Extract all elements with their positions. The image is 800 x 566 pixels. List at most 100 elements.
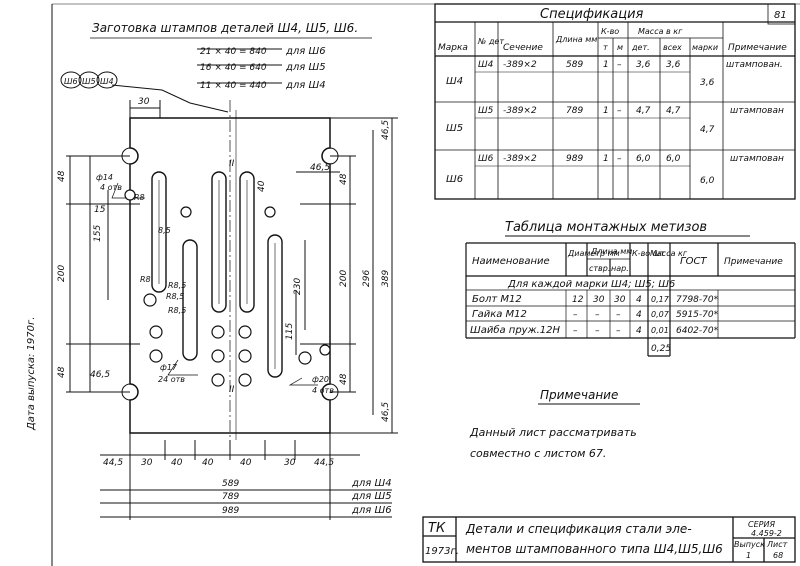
drawing-title: Заготовка штампов деталей Ш4, Ш5, Ш6. — [92, 21, 358, 35]
blank-label-3: для Ш4 — [285, 80, 326, 91]
spec-row-det: Ш4 — [478, 60, 494, 70]
fasteners-header-qty: К-во шт — [632, 249, 665, 258]
spec-row-section: -389×2 — [503, 154, 537, 164]
center-mark-bottom: II — [229, 385, 235, 395]
radius-label: R8,5 — [168, 306, 186, 315]
slot-left-lower — [182, 239, 198, 361]
dim-296: 296 — [362, 270, 372, 287]
spec-row-det-mass: 6,0 — [636, 154, 651, 164]
spec-row-mark-mass: 6,0 — [700, 176, 715, 186]
spec-row-mark-mass: 4,7 — [700, 125, 715, 135]
issue-label: Выпуск — [734, 540, 765, 549]
spec-row-det-mass: 4,7 — [636, 106, 651, 116]
fasteners-header-rod: ствр. — [589, 264, 610, 273]
spec-row-note: штампован — [730, 154, 784, 164]
fastener-dia: – — [573, 326, 578, 336]
spec-row-all-mass: 6,0 — [666, 154, 681, 164]
dim-115: 115 — [285, 323, 295, 340]
title-block-grid — [422, 516, 796, 563]
hole-right-count: 4 отв — [312, 386, 334, 395]
fasteners-total: 0,25 — [651, 344, 671, 354]
fastener-qty: 4 — [636, 326, 642, 336]
fasteners-header-length: Длина мм — [590, 247, 632, 256]
spec-header-length: Длина мм — [555, 35, 597, 44]
slot-right — [267, 234, 283, 378]
fasteners-header-dia: Диаметр мм — [567, 249, 620, 258]
dim-48-top: 48 — [57, 170, 67, 182]
radius-label: R8 — [140, 275, 151, 284]
radius-label: R8,5 — [168, 281, 186, 290]
hole-top-size: ф14 — [96, 173, 113, 182]
spec-row-mark: Ш5 — [446, 123, 463, 134]
spec-header-mass-det: дет. — [631, 43, 650, 52]
title-line-2: ментов штампованного типа Ш4,Ш5,Ш6 — [466, 542, 723, 556]
fastener-gost: 6402-70* — [676, 326, 719, 336]
blank-calc-1: 21 × 40 = 840 — [200, 47, 267, 57]
spec-header-qty-m: м — [617, 43, 623, 52]
fastener-name: Шайба пруж.12Н — [470, 324, 561, 336]
hole-bottom-count: 24 отв — [158, 375, 185, 384]
spec-row-section: -389×2 — [503, 106, 537, 116]
dim-200-left: 200 — [57, 265, 67, 282]
hole-right-size: ф20 — [312, 375, 329, 384]
spec-row-note: штампован. — [726, 60, 783, 70]
spec-row-all-mass: 3,6 — [666, 60, 681, 70]
fastener-thread: – — [616, 326, 621, 336]
length-value-1: 589 — [222, 479, 239, 489]
spec-title: Спецификация — [540, 7, 644, 22]
dim-46-5-side-bottom: 46,5 — [381, 402, 391, 422]
fasteners-header-thread: нар. — [611, 264, 629, 273]
dim-40-v: 40 — [257, 180, 267, 192]
year-label: 1973г. — [425, 546, 459, 557]
dim-46-5-left-bottom: 46,5 — [90, 370, 110, 380]
title-line-1: Детали и спецификация стали эле- — [465, 522, 692, 536]
dim-48-bottom: 48 — [57, 366, 67, 378]
spec-row-m: – — [617, 154, 622, 164]
fasteners-title: Таблица монтажных метизов — [505, 220, 707, 235]
spec-header-qty-t: т — [603, 43, 608, 52]
spec-row-det-mass: 3,6 — [636, 60, 651, 70]
spec-header-qty: К-во — [601, 27, 619, 36]
fastener-dia: – — [573, 310, 578, 320]
dim-48-rb: 48 — [339, 373, 349, 385]
radius-label: R8,5 — [166, 292, 184, 301]
spec-row-det: Ш6 — [478, 154, 494, 164]
marker-sh5: Ш5 — [82, 77, 96, 86]
hole-top-count: 4 отв — [100, 183, 122, 192]
fastener-mass: 0,17 — [651, 295, 670, 304]
blank-label-2: для Ш5 — [285, 62, 326, 73]
fastener-mass: 0,01 — [651, 326, 669, 335]
bottom-dim: 44,5 — [314, 458, 334, 468]
radius-label: 8,5 — [158, 226, 171, 235]
slot-center-right — [239, 171, 255, 313]
spec-table-grid — [434, 3, 796, 200]
issue-value: 1 — [746, 551, 751, 560]
bottom-dim: 40 — [171, 458, 183, 468]
fasteners-section-row: Для каждой марки Ш4; Ш5; Ш6 — [507, 279, 675, 290]
spec-header-det: № дет — [477, 37, 504, 46]
holes — [124, 189, 331, 387]
fasteners-header-gost: ГОСТ — [680, 256, 707, 267]
fastener-qty: 4 — [636, 295, 642, 305]
fasteners-table-grid — [465, 242, 796, 357]
spec-header-section: Сечение — [503, 43, 543, 53]
bottom-dim: 40 — [202, 458, 214, 468]
spec-row-note: штампован — [730, 106, 784, 116]
dim-200-right: 200 — [339, 270, 349, 287]
slot-center-left — [211, 171, 227, 313]
dim-230: 230 — [293, 278, 303, 295]
fastener-dia: 12 — [572, 295, 584, 305]
spec-header-note: Примечание — [728, 43, 787, 53]
spec-row-t: 1 — [603, 154, 609, 164]
hole-bottom-size: ф17 — [160, 363, 178, 372]
bottom-dim: 30 — [284, 458, 296, 468]
release-date-side: Дата выпуска: 1970г. — [26, 317, 37, 431]
sheet-value: 68 — [773, 551, 783, 560]
blank-label-1: для Ш6 — [285, 46, 326, 57]
fastener-rod: – — [595, 310, 600, 320]
spec-header-mass-all: всех — [663, 43, 682, 52]
series-value: 4.459-2 — [751, 529, 782, 538]
fastener-thread: – — [616, 310, 621, 320]
center-mark-top: II — [229, 159, 235, 169]
